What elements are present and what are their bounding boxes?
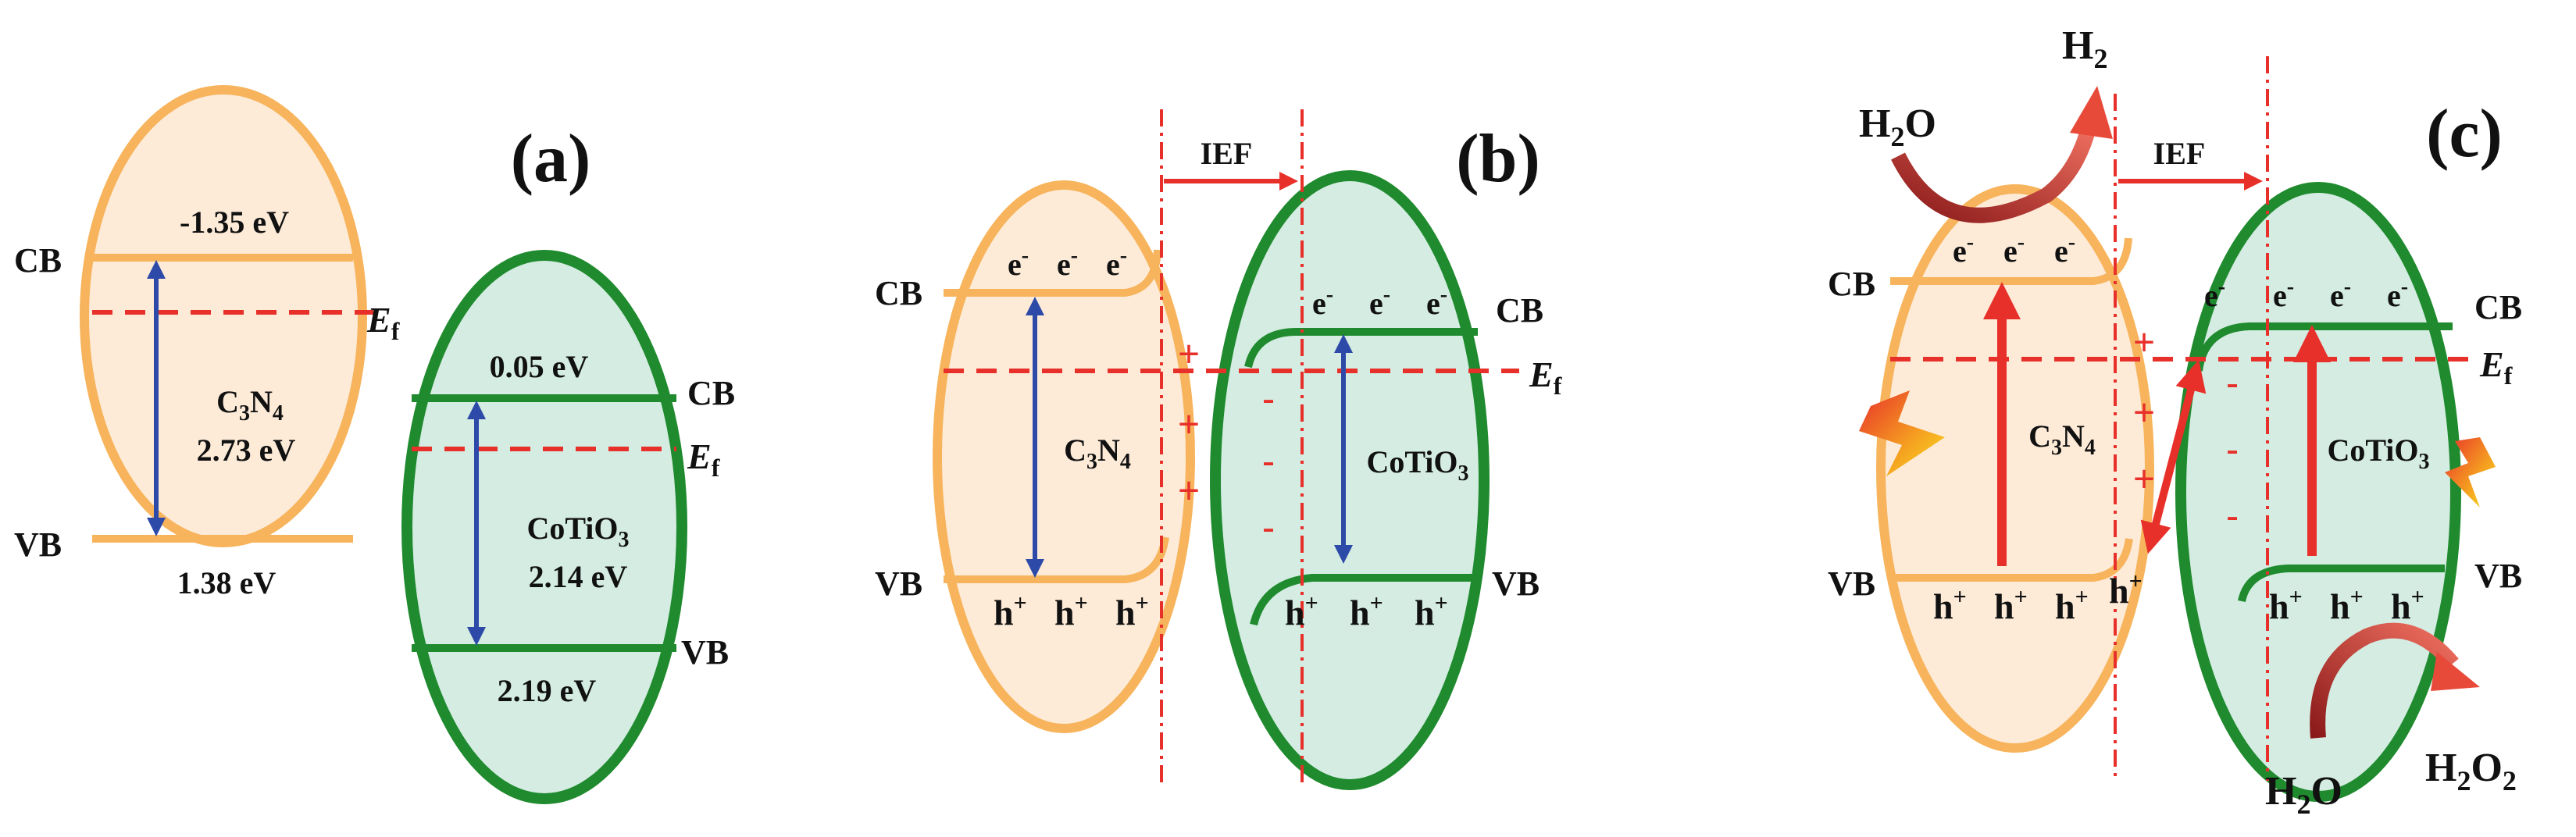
minus-sign: - xyxy=(1262,507,1274,547)
c3n4-vb-value: 1.38 eV xyxy=(177,565,277,600)
hole-label: h+ xyxy=(994,590,1027,632)
plus-sign: + xyxy=(2133,390,2156,434)
plus-sign: + xyxy=(1178,468,1201,512)
h2o-reactant-top: H2O xyxy=(1859,102,1936,152)
cotio3-cb-line-b xyxy=(1244,328,1478,369)
cb-label-right: CB xyxy=(687,374,735,412)
panel-b-label: (b) xyxy=(1456,121,1540,197)
plus-sign: + xyxy=(2133,320,2156,364)
vb-label-left: VB xyxy=(14,525,62,564)
h2-evolution-curve-arrow xyxy=(1891,123,2097,223)
c3n4-ellipse-b xyxy=(933,180,1195,733)
c3n4-name-c: C3N4 xyxy=(2028,418,2096,460)
vb-label-b-left: VB xyxy=(875,565,922,603)
plus-sign: + xyxy=(1178,332,1201,376)
h2-arrow-head-icon xyxy=(2070,86,2113,139)
cotio3-name: CoTiO3 xyxy=(526,511,629,552)
space-charge-plus-b: + + + xyxy=(1178,332,1201,512)
fermi-label-a2: Ef xyxy=(687,436,720,482)
minus-sign: - xyxy=(2226,362,2238,402)
hole-label: h+ xyxy=(2391,584,2424,626)
cotio3-gap-value: 2.14 eV xyxy=(529,559,628,594)
minus-sign: - xyxy=(1262,378,1274,418)
hole-label: h+ xyxy=(1415,590,1448,632)
cb-label-c-right: CB xyxy=(2474,288,2522,326)
c3n4-cb-line-b xyxy=(944,249,1161,297)
ief-label-b: IEF xyxy=(1201,136,1253,171)
minus-sign: - xyxy=(1262,440,1274,480)
light-bolt-icon xyxy=(1859,390,1945,476)
interface-recombination-arrow xyxy=(2140,359,2207,554)
minus-sign: - xyxy=(2226,429,2238,468)
space-charge-minus-b: - - - xyxy=(1262,378,1274,547)
vb-label-right: VB xyxy=(681,633,729,671)
fermi-label-a1: Ef xyxy=(366,300,400,345)
cotio3-ellipse xyxy=(401,250,687,804)
cotio3-vb-line-b xyxy=(1250,574,1476,626)
cotio3-name-b: CoTiO3 xyxy=(1366,444,1468,486)
c3n4-gap-value: 2.73 eV xyxy=(197,433,296,468)
light-bolt-icon xyxy=(2445,437,2496,508)
minus-sign: - xyxy=(2226,495,2238,535)
plus-sign: + xyxy=(1178,402,1201,446)
h2o2-arrow-head-icon xyxy=(2431,652,2480,691)
panel-c-label: (c) xyxy=(2426,96,2503,172)
vb-label-c-right: VB xyxy=(2474,557,2522,595)
vb-label-b-right: VB xyxy=(1492,565,1540,603)
space-charge-plus-c: + + + xyxy=(2133,320,2156,500)
h2-product: H2 xyxy=(2062,23,2107,74)
panel-b: IEF (b) CB VB CB VB Ef C3N4 CoTiO3 e- e-… xyxy=(875,109,1562,790)
cotio3-vb-line-c xyxy=(2238,565,2445,603)
panel-a: (a) -1.35 eV C3N4 2.73 eV 1.38 eV CB VB … xyxy=(14,85,735,804)
plus-sign: + xyxy=(2133,457,2156,500)
space-charge-minus-c: - - - xyxy=(2226,362,2238,535)
c3n4-vb-line-b xyxy=(944,536,1169,583)
cotio3-vb-value: 2.19 eV xyxy=(498,673,597,708)
fermi-label-c: Ef xyxy=(2479,344,2513,390)
fermi-label-b: Ef xyxy=(1529,354,1562,400)
c3n4-cb-value: -1.35 eV xyxy=(180,205,289,240)
vb-label-c-left: VB xyxy=(1828,565,1875,603)
c3n4-name-b: C3N4 xyxy=(1064,433,1131,474)
cb-label-b-right: CB xyxy=(1496,291,1543,329)
c3n4-name: C3N4 xyxy=(216,384,284,426)
cb-label-left: CB xyxy=(14,241,62,280)
panel-c: IEF (c) CB VB CB VB Ef C3N4 CoTiO3 e- e-… xyxy=(1828,23,2522,820)
cb-label-c-left: CB xyxy=(1828,265,1875,303)
cotio3-cb-value: 0.05 eV xyxy=(490,349,589,384)
c3n4-ellipse xyxy=(80,85,367,547)
ief-label-c: IEF xyxy=(2153,136,2206,171)
h2o2-evolution-curve-arrow xyxy=(2310,622,2459,739)
cotio3-name-c: CoTiO3 xyxy=(2327,433,2429,474)
cb-label-b-left: CB xyxy=(875,274,922,312)
h2o2-product: H2O2 xyxy=(2425,746,2517,796)
cotio3-ellipse-b xyxy=(1210,170,1490,790)
panel-a-label: (a) xyxy=(511,121,591,197)
